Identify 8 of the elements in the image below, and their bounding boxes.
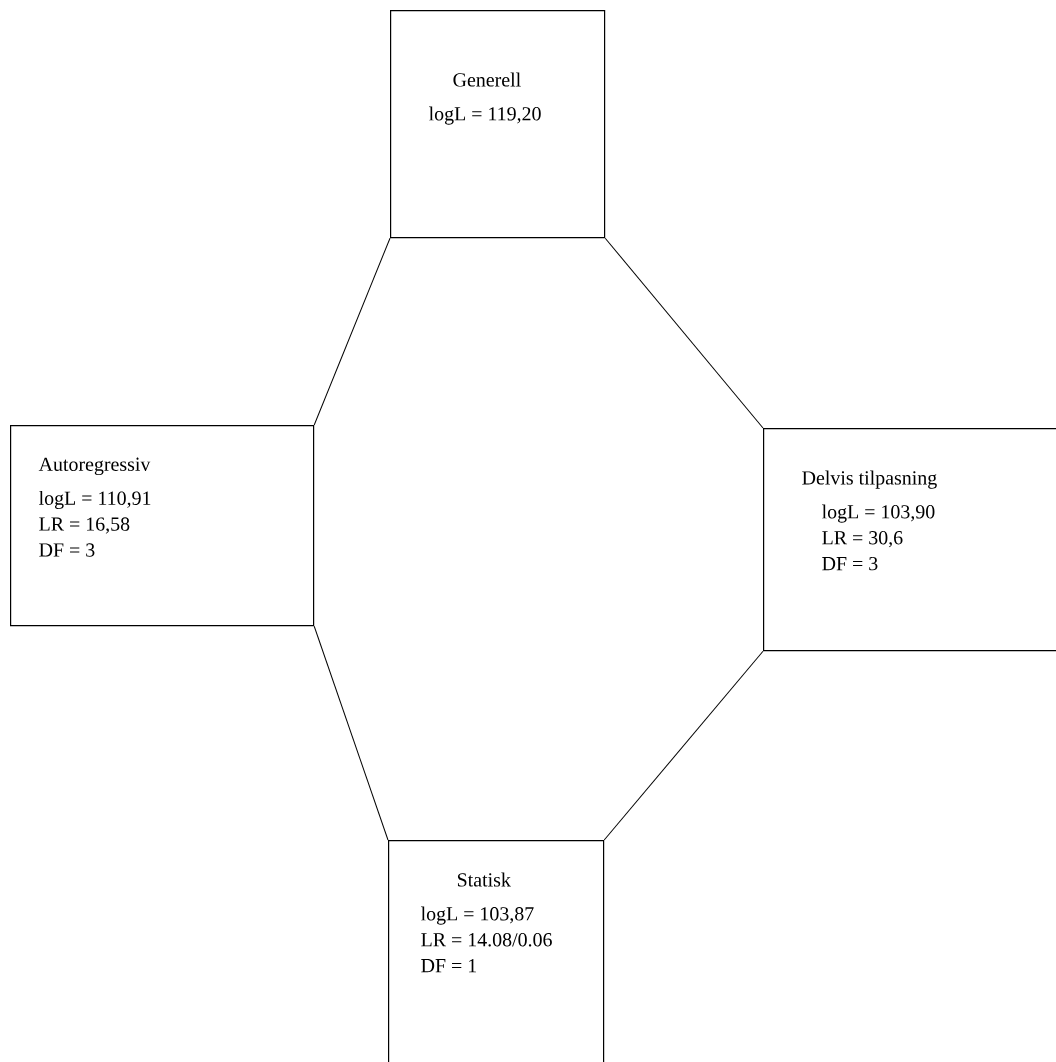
model-box: Delvis tilpasning logL = 103,90 LR = 30,6 DF = 3 [763,428,1056,652]
model-box: Autoregressiv logL = 110,91 LR = 16,58 DF = 3 [10,425,315,627]
connector-line [313,237,391,426]
connector-line [604,237,764,429]
connector-line [313,625,389,841]
model-box: Generell logL = 119,20 [390,10,606,239]
model-box: Statisk logL = 103,87 LR = 14.08/0.06 DF = 1 [388,840,605,1062]
connector-line [603,650,764,841]
